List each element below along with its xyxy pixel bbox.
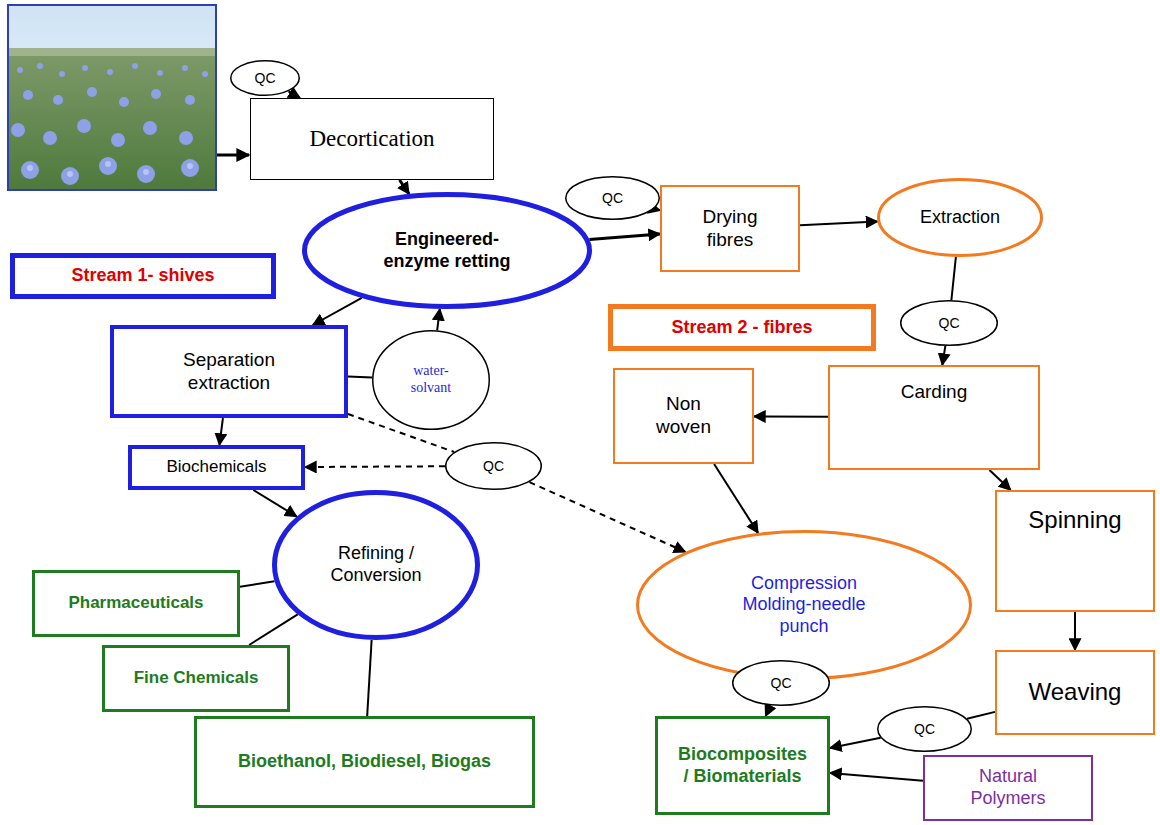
input-oval: water-solvant <box>372 330 490 430</box>
stream-label: Stream 1- shives <box>10 253 276 299</box>
output-box: Pharmaceuticals <box>32 570 240 637</box>
node-label: Compression Molding-needle punch <box>729 573 879 638</box>
node-label: QC <box>602 190 623 207</box>
ellipse-shape <box>566 177 660 220</box>
node-label: Extraction <box>920 207 1000 229</box>
node-label: Separation extraction <box>154 349 304 395</box>
ellipse-shape <box>231 61 300 96</box>
node-label: QC <box>255 70 276 87</box>
node-label: QC <box>771 675 792 692</box>
connector <box>313 298 362 325</box>
process-box: Decortication <box>250 98 494 180</box>
node-label: Natural Polymers <box>958 766 1058 809</box>
ellipse-shape <box>879 180 1042 256</box>
ellipse-shape <box>733 661 830 706</box>
connector <box>253 490 296 517</box>
node-label: Stream 1- shives <box>71 265 214 287</box>
node-label: Biochemicals <box>166 457 266 477</box>
qc-oval: QC <box>900 300 998 346</box>
connector <box>305 465 445 468</box>
node-label: Stream 2 - fibres <box>671 317 812 339</box>
connector <box>288 91 300 98</box>
node-label: Fine Chemicals <box>134 668 259 688</box>
connector <box>754 415 828 417</box>
connector <box>249 614 298 645</box>
node-label: QC <box>914 721 935 738</box>
ellipse-shape <box>878 707 972 752</box>
connector <box>589 234 660 239</box>
qc-oval: QC <box>877 706 972 752</box>
connector <box>951 257 955 300</box>
connector <box>830 773 923 781</box>
input-box: Natural Polymers <box>923 755 1093 821</box>
connector <box>529 482 685 552</box>
ellipse-shape <box>305 195 590 307</box>
connector <box>437 309 440 330</box>
node-label: Spinning <box>1028 506 1121 535</box>
qc-oval: QC <box>230 60 300 96</box>
node-label: QC <box>939 315 960 332</box>
connector <box>367 640 371 716</box>
connector <box>400 180 409 194</box>
process-box: Non woven <box>613 368 754 464</box>
connector <box>348 377 372 378</box>
connector <box>830 738 881 748</box>
output-box: Fine Chemicals <box>102 645 290 712</box>
node-label: Carding <box>901 381 968 404</box>
output-box: Biocomposites / Biomaterials <box>655 716 830 815</box>
process-box: Carding <box>828 365 1040 470</box>
process-ellipse: Refining / Conversion <box>272 490 480 640</box>
node-label: Biocomposites / Biomaterials <box>675 744 810 787</box>
process-ellipse: Extraction <box>877 178 1043 257</box>
process-box: Drying fibres <box>660 185 800 272</box>
node-label: Bioethanol, Biodiesel, Biogas <box>238 751 491 773</box>
connector <box>989 470 1010 490</box>
node-label: Non woven <box>644 393 724 439</box>
qc-oval: QC <box>445 442 542 490</box>
node-label: Weaving <box>1029 678 1122 707</box>
node-label: water-solvant <box>401 363 461 397</box>
node-label: Refining / Conversion <box>321 543 431 586</box>
connector <box>219 418 223 445</box>
process-ellipse: Engineered-enzyme retting <box>302 192 592 309</box>
connector <box>942 346 945 365</box>
qc-oval: QC <box>732 660 830 706</box>
node-label: Decortication <box>309 125 434 153</box>
output-box: Bioethanol, Biodiesel, Biogas <box>194 716 535 808</box>
node-label: Drying fibres <box>680 206 780 252</box>
ellipse-shape <box>446 443 542 490</box>
connector <box>967 712 995 719</box>
ellipse-shape <box>638 532 971 679</box>
process-box: Separation extraction <box>110 325 348 418</box>
connector <box>1074 612 1076 650</box>
ellipse-shape <box>373 331 490 430</box>
process-box: Spinning <box>995 490 1155 612</box>
product-box: Biochemicals <box>128 445 305 490</box>
node-label: Pharmaceuticals <box>68 593 203 613</box>
qc-oval: QC <box>565 176 660 220</box>
connector <box>766 705 771 716</box>
process-ellipse: Compression Molding-needle punch <box>636 530 972 680</box>
process-box: Weaving <box>995 650 1155 735</box>
ellipse-shape <box>275 493 478 638</box>
node-label: QC <box>483 458 504 475</box>
ellipse-shape <box>901 301 998 346</box>
connector <box>240 581 274 587</box>
connector <box>714 464 758 533</box>
stream-label: Stream 2 - fibres <box>608 304 876 351</box>
connector <box>800 221 877 225</box>
node-label: Engineered-enzyme retting <box>372 229 522 272</box>
